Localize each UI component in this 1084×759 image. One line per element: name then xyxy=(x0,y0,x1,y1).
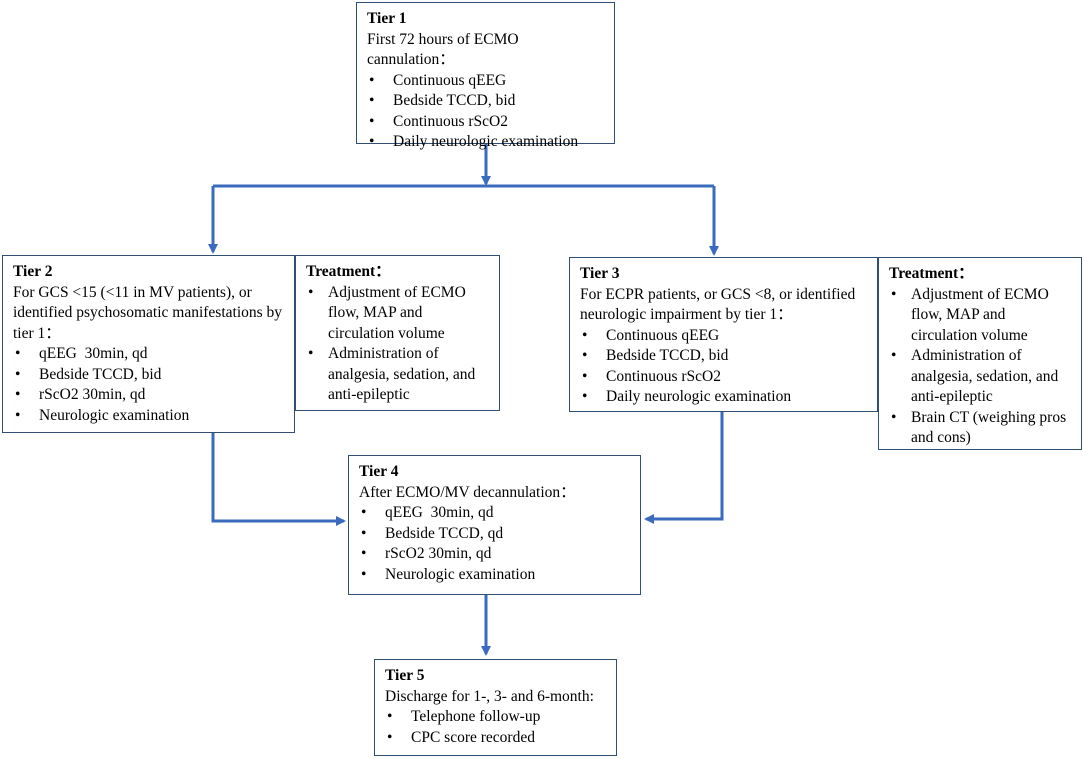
tier1-title: Tier 1 xyxy=(367,10,407,27)
tier2-treatment-list: Adjustment of ECMO flow, MAP and circula… xyxy=(306,283,489,406)
tier4-title: Tier 4 xyxy=(359,463,399,480)
tier2-title: Tier 2 xyxy=(13,263,53,280)
tier3-item: Bedside TCCD, bid xyxy=(580,346,867,367)
tier2-treatment-item: Administration of analgesia, sedation, a… xyxy=(306,344,489,406)
tier2-item: Neurologic examination xyxy=(13,406,284,427)
tier1-list: Continuous qEEG Bedside TCCD, bid Contin… xyxy=(367,71,604,153)
tier1-item: Continuous rScO2 xyxy=(367,112,604,133)
tier3-intro: For ECPR patients, or GCS <8, or identif… xyxy=(580,285,856,324)
tier1-intro: First 72 hours of ECMO cannulation： xyxy=(367,30,519,69)
tier2-intro: For GCS <15 (<11 in MV patients), or ide… xyxy=(13,283,283,342)
tier3-item: Daily neurologic examination xyxy=(580,387,867,408)
tier3-treatment-item: Adjustment of ECMO flow, MAP and circula… xyxy=(889,285,1071,347)
tier5-box: Tier 5 Discharge for 1-, 3- and 6-month:… xyxy=(374,659,617,756)
tier5-item: Telephone follow-up xyxy=(385,707,606,728)
tier2-box: Tier 2 For GCS <15 (<11 in MV patients),… xyxy=(2,255,295,433)
tier3-item: Continuous qEEG xyxy=(580,326,867,347)
tier2-treatment-box: Treatment： Adjustment of ECMO flow, MAP … xyxy=(295,255,500,411)
tier2-treatment-title: Treatment： xyxy=(306,263,391,280)
tier1-box: Tier 1 First 72 hours of ECMO cannulatio… xyxy=(356,2,615,152)
tier2-treatment-item: Adjustment of ECMO flow, MAP and circula… xyxy=(306,283,489,345)
tier5-item: CPC score recorded xyxy=(385,728,606,749)
tier2-list: qEEG 30min, qd Bedside TCCD, bid rScO2 3… xyxy=(13,344,284,426)
tier4-list: qEEG 30min, qd Bedside TCCD, qd rScO2 30… xyxy=(359,503,630,585)
tier3-treatment-list: Adjustment of ECMO flow, MAP and circula… xyxy=(889,285,1071,449)
tier1-item: Continuous qEEG xyxy=(367,71,604,92)
tier3-box: Tier 3 For ECPR patients, or GCS <8, or … xyxy=(569,257,878,412)
tier4-item: qEEG 30min, qd xyxy=(359,503,630,524)
tier5-list: Telephone follow-up CPC score recorded xyxy=(385,707,606,748)
tier1-item: Daily neurologic examination xyxy=(367,132,604,153)
tier3-treatment-item: Administration of analgesia, sedation, a… xyxy=(889,346,1071,408)
tier2-item: Bedside TCCD, bid xyxy=(13,365,284,386)
tier4-item: Bedside TCCD, qd xyxy=(359,524,630,545)
tier5-title: Tier 5 xyxy=(385,667,425,684)
tier4-item: rScO2 30min, qd xyxy=(359,544,630,565)
tier3-list: Continuous qEEG Bedside TCCD, bid Contin… xyxy=(580,326,867,408)
tier3-treatment-title: Treatment： xyxy=(889,265,974,282)
tier4-item: Neurologic examination xyxy=(359,565,630,586)
tier2-item: qEEG 30min, qd xyxy=(13,344,284,365)
tier4-box: Tier 4 After ECMO/MV decannulation： qEEG… xyxy=(348,455,641,595)
tier3-treatment-box: Treatment： Adjustment of ECMO flow, MAP … xyxy=(878,257,1082,450)
arrow-tier2-to-tier4 xyxy=(211,433,346,526)
tier5-intro: Discharge for 1-, 3- and 6-month: xyxy=(385,687,594,705)
arrow-tier3-to-tier4 xyxy=(644,412,724,524)
tier3-treatment-item: Brain CT (weighing pros and cons) xyxy=(889,408,1071,449)
tier3-title: Tier 3 xyxy=(580,265,620,282)
tier3-item: Continuous rScO2 xyxy=(580,367,867,388)
tier4-intro: After ECMO/MV decannulation： xyxy=(359,483,576,501)
tier2-item: rScO2 30min, qd xyxy=(13,385,284,406)
tier1-item: Bedside TCCD, bid xyxy=(367,91,604,112)
